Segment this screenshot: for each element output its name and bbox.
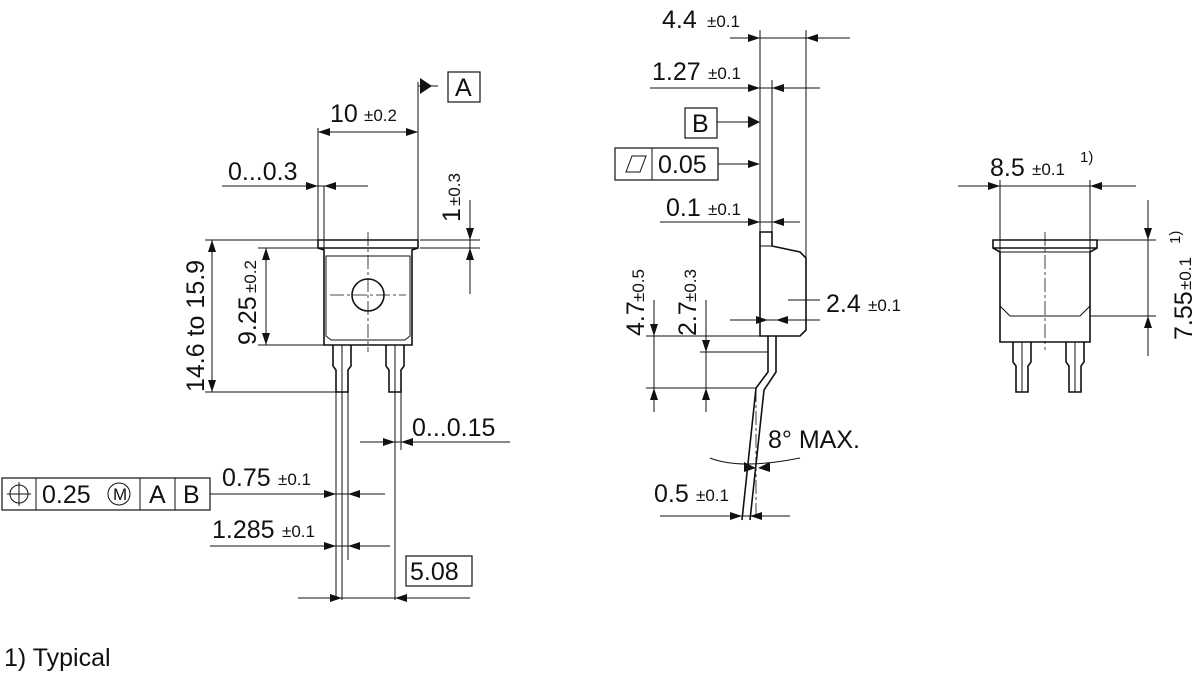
- front-tab-thick-value: 1: [438, 208, 466, 222]
- side-lead-thick-tol: ±0.1: [696, 486, 729, 505]
- side-lead-pos-tol: ±0.1: [868, 296, 901, 315]
- side-tab-tol: ±0.1: [708, 64, 741, 83]
- datum-ref-b: B: [183, 481, 200, 509]
- lead-wide-value: 1.285: [212, 516, 275, 544]
- pitch-value: 5.08: [410, 558, 459, 586]
- side-height-a-value: 4.7: [622, 301, 650, 336]
- side-height-a-tol: ±0.5: [629, 269, 648, 302]
- back-width-tol: ±0.1: [1032, 160, 1065, 179]
- side-height-b-tol: ±0.3: [681, 269, 700, 302]
- side-height-b-value: 2.7: [674, 301, 702, 336]
- position-symbol-icon: [7, 482, 31, 506]
- side-view: 4.4 ±0.1 1.27 ±0.1 B 0.05 0.1 ±0.1 4.7: [614, 6, 901, 521]
- back-body-outline: [992, 239, 1098, 343]
- front-body-height-tol: ±0.2: [241, 260, 260, 293]
- front-width-value: 10: [330, 100, 358, 128]
- back-width-value: 8.5: [990, 154, 1025, 182]
- front-view: 10 ±0.2 A 0...0.3 1 ±0.3 14.6 to 15.9: [1, 71, 510, 602]
- footnote: 1) Typical: [4, 644, 111, 672]
- front-body-height-value: 9.25: [234, 296, 262, 345]
- side-lead-pos-value: 2.4: [826, 290, 861, 318]
- front-width-tol: ±0.2: [364, 106, 397, 125]
- flatness-value: 0.05: [658, 151, 707, 179]
- mmc-modifier-icon: [107, 482, 131, 506]
- datum-b-label: B: [692, 110, 709, 138]
- flatness-frame: [614, 147, 719, 181]
- datum-ref-a: A: [149, 481, 166, 509]
- side-thickness-value: 4.4: [662, 6, 697, 34]
- side-lead-thick-value: 0.5: [654, 480, 689, 508]
- side-standoff-value: 0.1: [666, 194, 701, 222]
- back-height-tol: ±0.1: [1176, 257, 1195, 290]
- lead-wide-tol: ±0.1: [282, 522, 315, 541]
- side-angle-label: 8° MAX.: [768, 426, 860, 454]
- position-tol-value: 0.25: [42, 481, 91, 509]
- front-total-height: 14.6 to 15.9: [182, 260, 210, 392]
- front-tab-thick-tol: ±0.3: [445, 173, 464, 206]
- lead-width-value: 0.75: [222, 464, 271, 492]
- front-lead-offset: 0...0.15: [412, 414, 495, 442]
- front-body-window: [325, 255, 411, 341]
- flatness-symbol-icon: [625, 155, 647, 173]
- side-lead: [741, 336, 769, 521]
- side-thickness-tol: ±0.1: [707, 12, 740, 31]
- lead-width-tol: ±0.1: [278, 470, 311, 489]
- datum-a-label: A: [455, 74, 472, 102]
- mmc-modifier-label: M: [113, 485, 127, 504]
- side-tab-value: 1.27: [652, 58, 701, 86]
- back-width-note: 1): [1080, 149, 1093, 166]
- back-view: 8.5 ±0.1 1) 7.55 ±0.1 1): [958, 149, 1198, 393]
- position-tolerance-frame: [1, 477, 211, 511]
- back-height-note: 1): [1167, 231, 1184, 244]
- back-height-value: 7.55: [1170, 291, 1198, 340]
- front-left-offset: 0...0.3: [228, 158, 298, 186]
- side-standoff-tol: ±0.1: [708, 200, 741, 219]
